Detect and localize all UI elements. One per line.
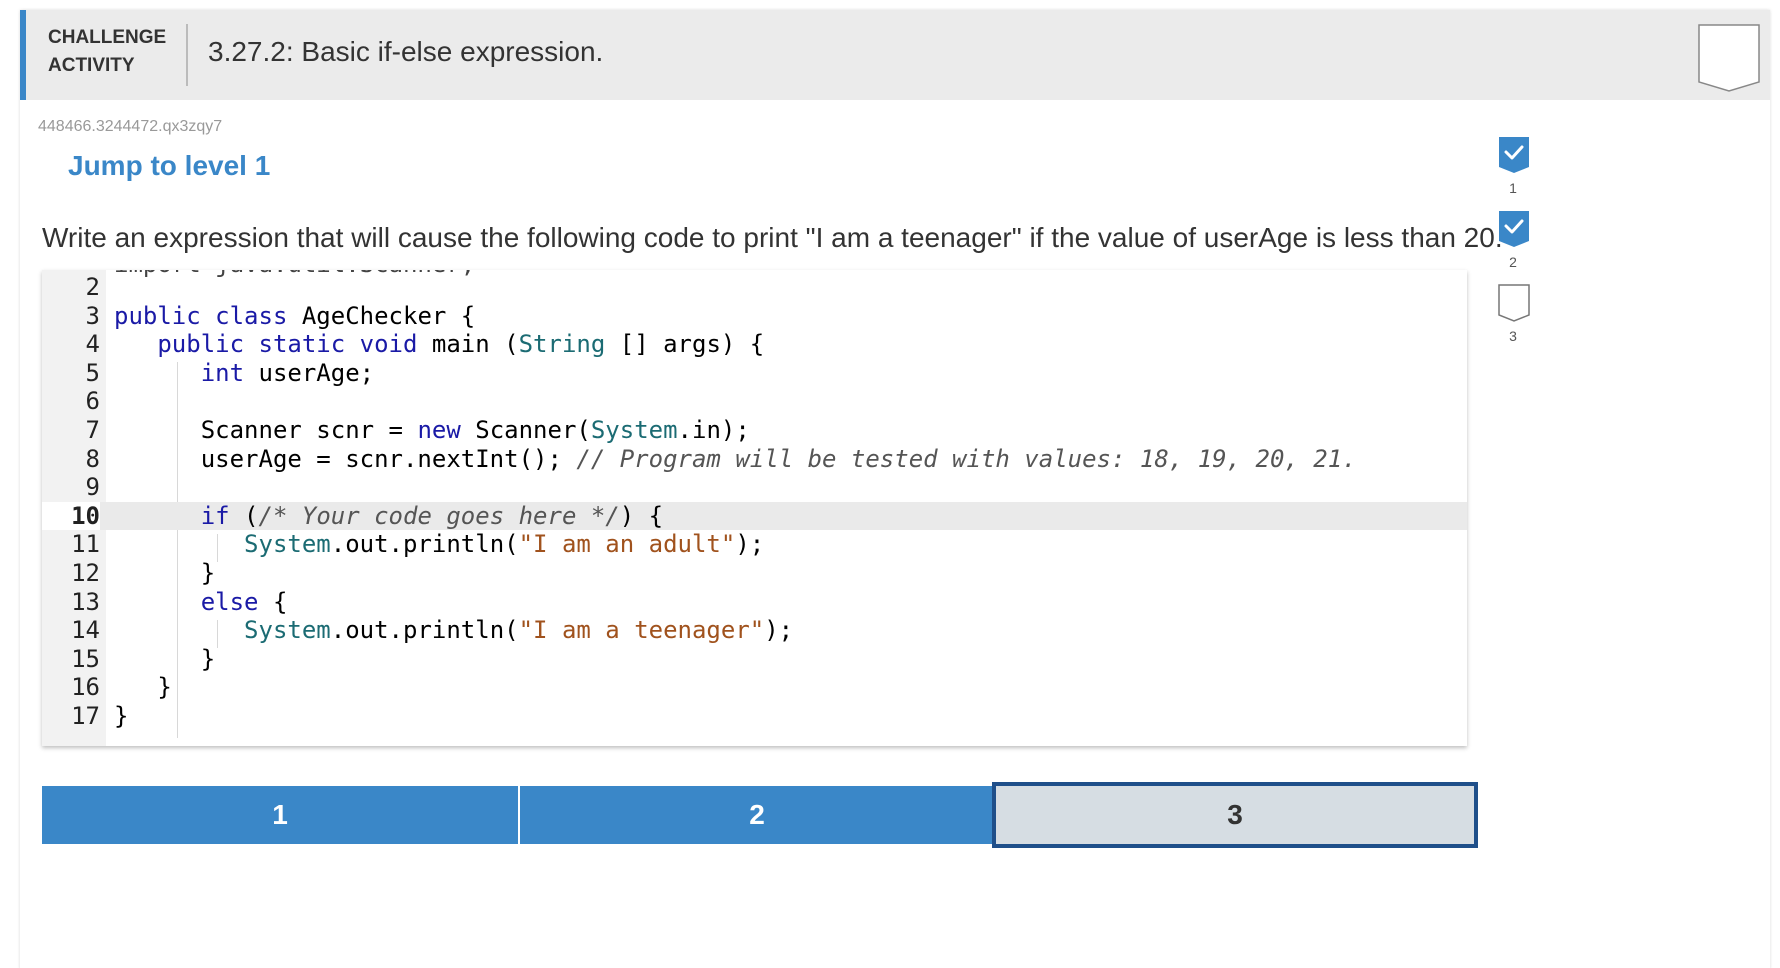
code-line: 9 xyxy=(42,473,1467,502)
indent-guide xyxy=(217,620,218,648)
code-line: 7 Scanner scnr = new Scanner(System.in); xyxy=(42,416,1467,445)
line-number: 7 xyxy=(85,416,100,444)
activity-type-line2: ACTIVITY xyxy=(48,55,135,76)
code-line: 17 } xyxy=(42,702,1467,731)
code-text: } xyxy=(114,673,172,702)
code-editor[interactable]: import java.util.Scanner; 2 3 public cla… xyxy=(42,270,1467,746)
code-text[interactable]: if (/* Your code goes here */) { xyxy=(200,501,664,530)
activity-id: 448466.3244472.qx3zqy7 xyxy=(38,118,223,135)
code-text: public class AgeChecker { xyxy=(114,301,476,330)
progress-level-number: 2 xyxy=(1509,254,1517,270)
line-number: 17 xyxy=(71,702,100,730)
indent-guide xyxy=(177,362,178,738)
activity-type-label: CHALLENGE ACTIVITY xyxy=(48,24,167,80)
code-line: 14 System.out.println("I am a teenager")… xyxy=(42,616,1467,645)
level-selector: 1 2 3 xyxy=(42,782,1478,848)
code-line-partial: import java.util.Scanner; xyxy=(114,270,475,278)
code-text xyxy=(114,273,128,302)
line-number: 10 xyxy=(42,501,100,531)
line-number: 6 xyxy=(85,387,100,416)
line-number: 4 xyxy=(85,330,100,359)
code-text: Scanner scnr = new Scanner(System.in); xyxy=(114,416,750,444)
empty-level-icon xyxy=(1498,284,1530,322)
code-line: 15 } xyxy=(42,645,1467,674)
activity-title: 3.27.2: Basic if-else expression. xyxy=(208,36,604,67)
activity-type-line1: CHALLENGE xyxy=(48,27,167,48)
code-line: 12 } xyxy=(42,559,1467,588)
line-number: 12 xyxy=(71,559,100,587)
line-number: 9 xyxy=(85,473,100,502)
line-number: 5 xyxy=(85,358,100,387)
instructions-text: Write an expression that will cause the … xyxy=(42,222,1503,253)
code-text xyxy=(114,387,128,416)
level-3-button[interactable]: 3 xyxy=(992,782,1478,848)
code-text: } xyxy=(114,644,216,673)
code-line: 8 userAge = scnr.nextInt(); // Program w… xyxy=(42,445,1467,474)
progress-level-3[interactable]: 3 xyxy=(1490,284,1540,358)
code-text: } xyxy=(114,702,129,730)
bookmark-icon[interactable] xyxy=(1698,24,1760,92)
indent-guide xyxy=(217,534,218,562)
challenge-activity-card: CHALLENGE ACTIVITY 3.27.2: Basic if-else… xyxy=(20,10,1770,968)
line-number: 2 xyxy=(85,273,100,301)
code-text xyxy=(114,473,128,502)
line-number: 16 xyxy=(71,673,100,702)
code-text: else { xyxy=(200,587,288,616)
level-1-button[interactable]: 1 xyxy=(42,786,518,844)
line-number: 15 xyxy=(71,644,100,673)
check-icon xyxy=(1499,137,1529,173)
code-text: int userAge; xyxy=(200,358,375,387)
code-text: userAge = scnr.nextInt(); // Program wil… xyxy=(114,444,1357,473)
level-2-button[interactable]: 2 xyxy=(520,786,994,844)
code-line: 13 else { xyxy=(42,588,1467,617)
code-text: } xyxy=(114,559,216,587)
code-line: 4 public static void main (String [] arg… xyxy=(42,330,1467,359)
code-line: 6 xyxy=(42,387,1467,416)
progress-level-2[interactable]: 2 xyxy=(1490,210,1540,284)
editable-expression-placeholder[interactable]: /* Your code goes here */ xyxy=(258,501,620,530)
header-divider xyxy=(186,24,188,86)
line-number: 14 xyxy=(71,616,100,645)
code-text: System.out.println("I am an adult"); xyxy=(244,530,765,559)
code-text: public static void main (String [] args)… xyxy=(157,330,765,359)
activity-header: CHALLENGE ACTIVITY 3.27.2: Basic if-else… xyxy=(20,10,1770,100)
line-number: 13 xyxy=(71,587,100,616)
line-number: 11 xyxy=(71,530,100,559)
progress-level-number: 3 xyxy=(1509,328,1517,344)
check-icon xyxy=(1499,211,1529,247)
code-line: 16 } xyxy=(42,673,1467,702)
progress-level-number: 1 xyxy=(1509,180,1517,196)
jump-to-level-link[interactable]: Jump to level 1 xyxy=(68,150,271,181)
line-number: 8 xyxy=(85,444,100,473)
code-line: 2 xyxy=(42,273,1467,302)
code-line: 11 System.out.println("I am an adult"); xyxy=(42,530,1467,559)
code-line: 3 public class AgeChecker { xyxy=(42,302,1467,331)
line-number: 3 xyxy=(85,301,100,330)
code-line: 5 int userAge; xyxy=(42,359,1467,388)
code-text: System.out.println("I am a teenager"); xyxy=(244,616,794,645)
progress-level-1[interactable]: 1 xyxy=(1490,136,1540,210)
code-line-active[interactable]: 10 if (/* Your code goes here */) { xyxy=(42,501,1467,531)
